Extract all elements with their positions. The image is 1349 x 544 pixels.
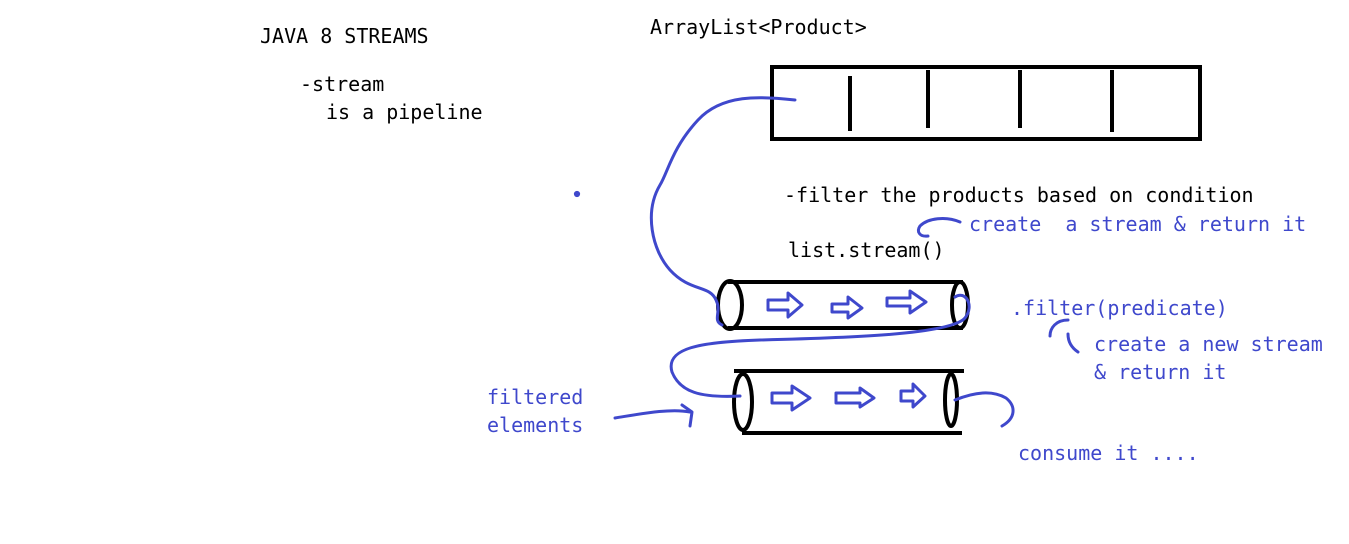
filtered-label-line-1: filtered [487, 385, 584, 409]
flow-arrow-icon [770, 384, 812, 412]
array-outline [770, 65, 1202, 141]
flow-arrow-icon [766, 291, 804, 319]
array-to-stream-curve [649, 96, 797, 327]
flow-arrow-icon [885, 289, 928, 315]
arraylist-box [770, 65, 1202, 141]
filter-call-label: .filter(predicate) [1011, 296, 1228, 320]
ink-dot [573, 190, 581, 198]
stream-note-line-2: is a pipeline [326, 100, 483, 124]
stream-call-label: list.stream() [788, 238, 945, 262]
diagram-title: JAVA 8 STREAMS [260, 24, 429, 48]
consume-note: consume it .... [1018, 441, 1199, 465]
flow-arrow-icon [830, 295, 864, 320]
arraylist-label: ArrayList<Product> [650, 15, 867, 39]
new-stream-note-line-1: create a new stream [1094, 332, 1323, 356]
flow-arrow-icon [834, 386, 876, 409]
flow-arrow-icon [899, 382, 927, 409]
pipe-connector-curve [669, 293, 971, 398]
filtered-label-line-2: elements [487, 413, 584, 437]
filter-condition-note: -filter the products based on condition [784, 183, 1254, 207]
create-stream-hook [916, 217, 962, 238]
stream-pipe-1 [716, 279, 970, 331]
filtered-elements-arrow [613, 403, 694, 428]
new-stream-note-line-2: & return it [1094, 360, 1227, 384]
create-stream-note: create a stream & return it [969, 212, 1307, 236]
consume-curve [953, 391, 1015, 428]
filter-hook [1048, 318, 1080, 354]
stream-note-line-1: -stream [300, 72, 385, 96]
